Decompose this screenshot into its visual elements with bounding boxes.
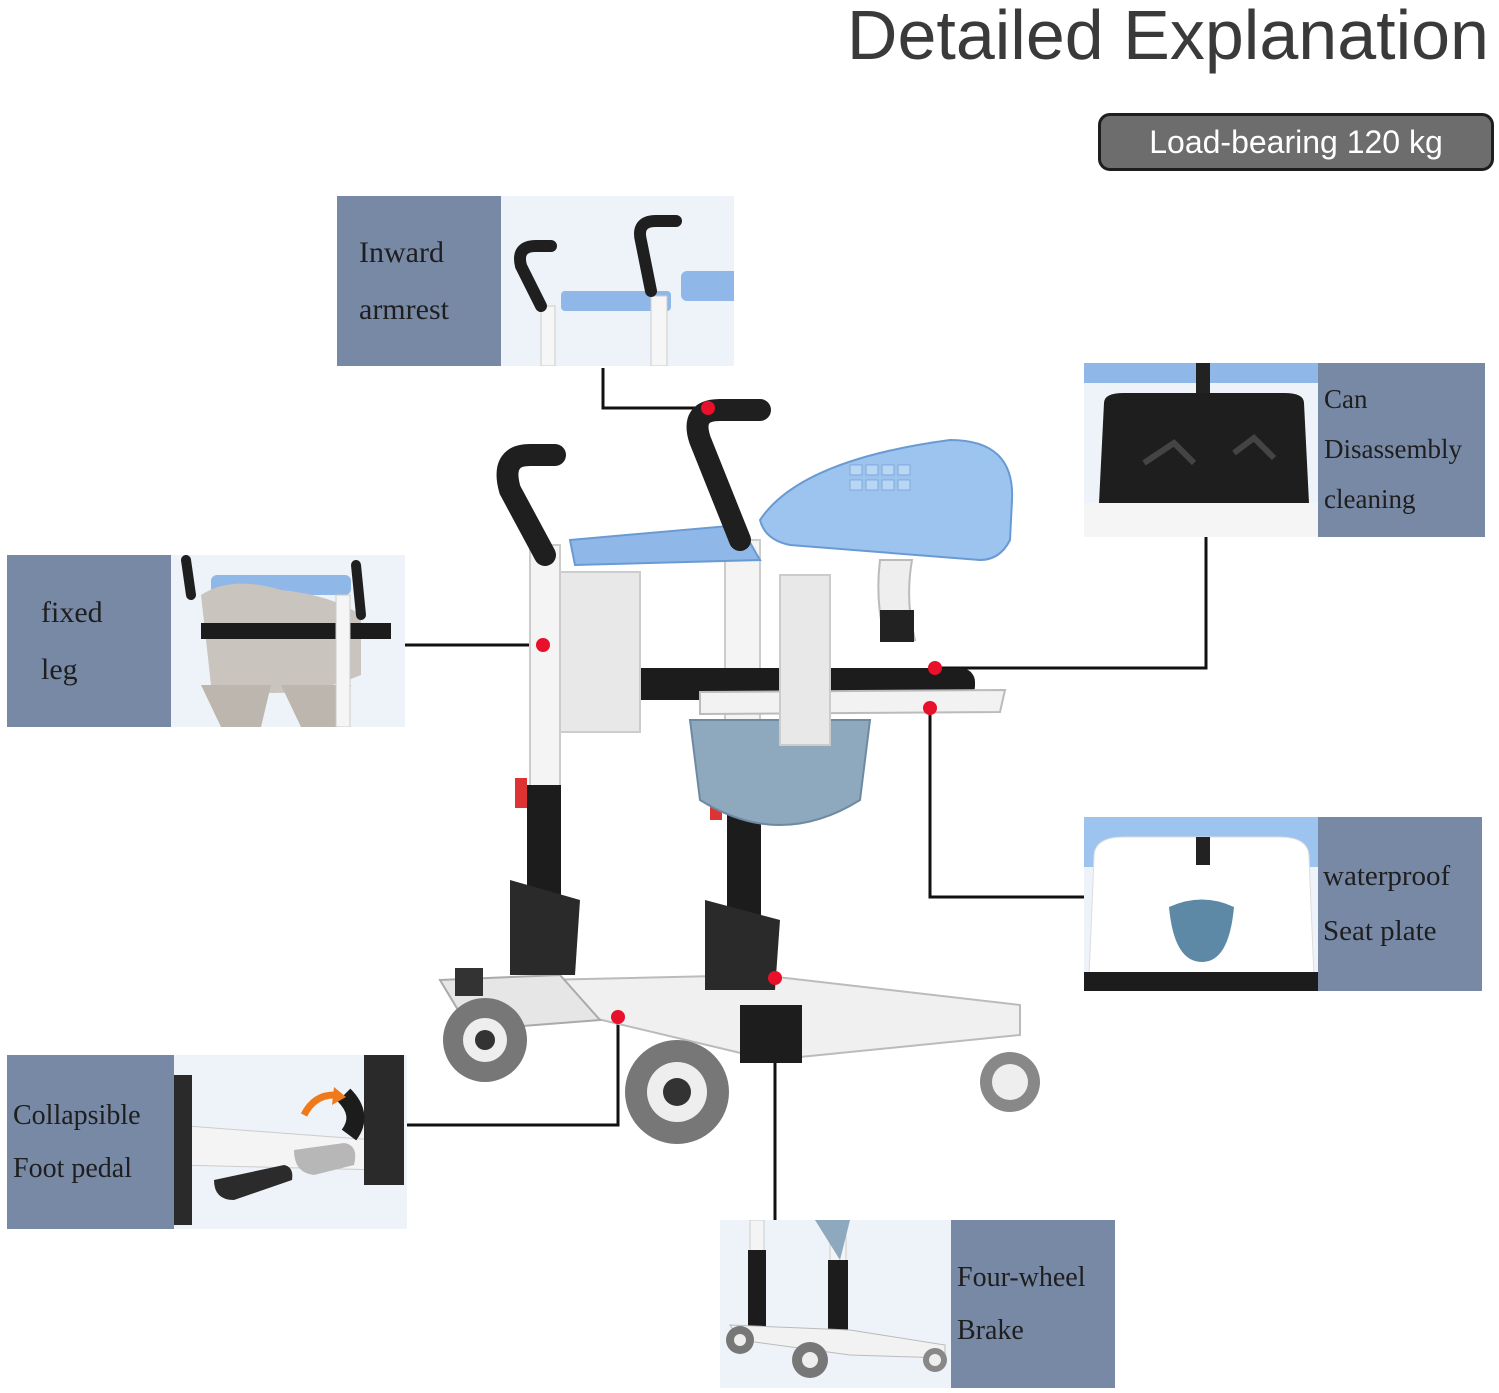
commode-bowl bbox=[688, 719, 872, 826]
armrest-handles bbox=[496, 399, 771, 566]
callout-disassembly-cleaning: Can Disassembly cleaning bbox=[1084, 363, 1485, 537]
callout-text-line1: fixed bbox=[41, 596, 103, 629]
cushion-photo bbox=[1084, 363, 1318, 537]
callout-text-line2: Foot pedal bbox=[13, 1153, 132, 1184]
callout-text-line1: Four-wheel bbox=[957, 1261, 1086, 1293]
leg-strap-photo bbox=[171, 555, 405, 727]
callout-four-wheel-brake: Four-wheel Brake bbox=[720, 1220, 1115, 1388]
callout-text-line1: Inward bbox=[359, 236, 444, 269]
connector-disassembly bbox=[935, 537, 1208, 670]
marker-dots bbox=[536, 401, 942, 1024]
callout-fixed-leg: fixed leg bbox=[7, 555, 405, 727]
seat-plate-photo bbox=[1084, 817, 1318, 991]
callout-label: Collapsible Foot pedal bbox=[7, 1055, 174, 1229]
callout-collapsible-pedal: Collapsible Foot pedal bbox=[7, 1055, 407, 1229]
callout-label: Four-wheel Brake bbox=[951, 1220, 1115, 1388]
callout-text-line2: leg bbox=[41, 653, 78, 686]
load-badge: Load-bearing 120 kg bbox=[1098, 113, 1494, 171]
callout-text-line2: Seat plate bbox=[1323, 915, 1437, 947]
callout-waterproof-seat: waterproof Seat plate bbox=[1084, 817, 1482, 991]
page-title: Detailed Explanation bbox=[846, 0, 1489, 74]
backrest bbox=[568, 438, 1014, 642]
armrest-photo bbox=[501, 196, 734, 366]
connector-pedal bbox=[405, 1017, 620, 1127]
callout-text-line2: Brake bbox=[957, 1315, 1024, 1346]
callout-text-line2: armrest bbox=[359, 293, 449, 326]
callout-label: Inward armrest bbox=[337, 196, 501, 366]
callout-inward-armrest: Inward armrest bbox=[337, 196, 734, 366]
callout-label: fixed leg bbox=[7, 555, 171, 727]
connector-armrest bbox=[601, 368, 708, 410]
seat bbox=[559, 571, 1007, 746]
callout-text-line1: waterproof bbox=[1323, 859, 1451, 892]
callout-text-line1: Collapsible bbox=[13, 1099, 141, 1131]
callout-label: waterproof Seat plate bbox=[1318, 817, 1482, 991]
callout-label: Can Disassembly cleaning bbox=[1318, 363, 1485, 537]
callout-text-line1: Can bbox=[1324, 384, 1368, 415]
brake-photo bbox=[720, 1220, 951, 1388]
foot-pedal-photo bbox=[174, 1055, 407, 1229]
callout-text-line3: cleaning bbox=[1324, 483, 1416, 514]
connector-seat bbox=[928, 708, 1086, 899]
callout-text-line2: Disassembly bbox=[1324, 434, 1462, 465]
base-frame bbox=[438, 968, 1040, 1144]
